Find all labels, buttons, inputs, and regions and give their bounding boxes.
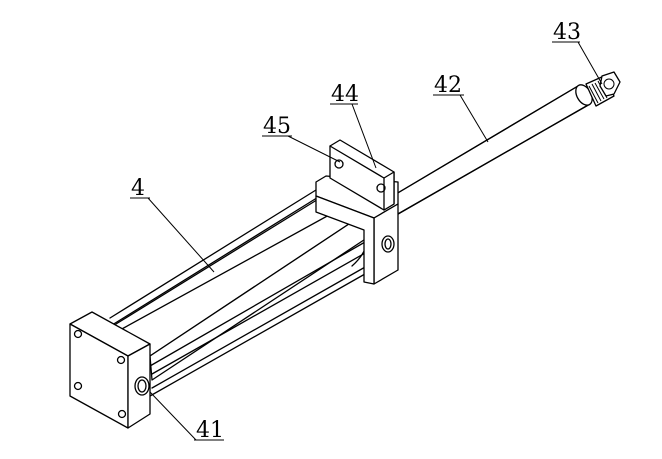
- bolt-hole: [116, 355, 126, 365]
- bolt-hole: [73, 329, 83, 339]
- side-port: [381, 235, 395, 253]
- label-43: 43: [553, 20, 581, 45]
- label-45: 45: [263, 114, 291, 139]
- leader-lines: [130, 41, 603, 441]
- label-4: 4: [131, 176, 145, 201]
- flange-hole: [376, 183, 386, 193]
- label-41: 41: [196, 418, 224, 443]
- rod-end-nut: [585, 71, 621, 107]
- piston-rod: [395, 84, 593, 215]
- bolt-hole: [117, 409, 127, 419]
- front-head: [315, 139, 399, 285]
- label-42: 42: [434, 73, 462, 98]
- label-44: 44: [331, 82, 359, 107]
- rear-end-cap: [69, 311, 151, 429]
- bolt-hole: [73, 381, 83, 391]
- rear-port: [134, 376, 150, 396]
- cylinder-barrel: [103, 189, 377, 397]
- flange-hole: [334, 159, 344, 169]
